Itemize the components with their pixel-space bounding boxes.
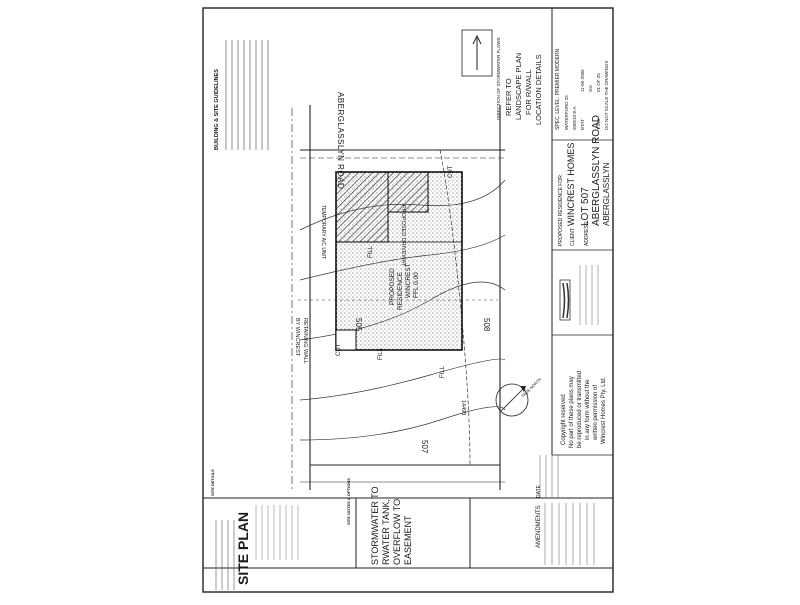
- company-logo: [559, 265, 599, 325]
- svg-text:WINCREST: WINCREST: [405, 263, 412, 298]
- fill-labels: FILL FILL FILL: [368, 245, 446, 378]
- checked-value: GG: [588, 84, 593, 92]
- svg-text:CUT: CUT: [336, 343, 342, 356]
- svg-text:Copyright reserved: Copyright reserved: [561, 394, 567, 445]
- svg-text:in any form without the: in any form without the: [585, 379, 591, 440]
- copyright-note: Copyright reserved No part of these plan…: [561, 371, 607, 448]
- title-block: SPEC. LEVEL: PREMIER MODERN WATERFORD 25…: [551, 8, 614, 456]
- house-footprint: [335, 171, 463, 351]
- site-boundaries: [291, 105, 505, 490]
- svg-text:DIRECTION OF STORMWATER FLOWS: DIRECTION OF STORMWATER FLOWS: [496, 37, 501, 120]
- svg-text:RESIDENCE: RESIDENCE: [397, 271, 404, 310]
- site-details-title: SITE DETAILS: [210, 469, 215, 496]
- retaining-wall-label: RETAINING WALL BY WINCREST: [294, 318, 308, 364]
- svg-text:RWATER TANK,: RWATER TANK,: [381, 499, 391, 565]
- design-value: WATERFORD 25: [564, 95, 569, 130]
- address-line3: ABERGLASSLYN: [602, 162, 611, 226]
- svg-text:FILL: FILL: [440, 365, 446, 378]
- site-notes-title: SITE NOTES & OPTIONS: [346, 478, 351, 525]
- dimension-14493: 14493: [460, 400, 466, 415]
- spec-level: SPEC. LEVEL: PREMIER MODERN: [555, 48, 561, 130]
- svg-text:No part of these plans may: No part of these plans may: [569, 376, 575, 448]
- stormwater-note: STORMWATER TO RWATER TANK, OVERFLOW TO E…: [370, 486, 413, 565]
- lot-505: 505: [354, 318, 363, 332]
- road-name: ABERGLASSLYN ROAD: [336, 92, 345, 189]
- svg-text:BY WINCREST: BY WINCREST: [294, 318, 300, 357]
- svg-text:PROPOSED: PROPOSED: [389, 268, 396, 305]
- svg-text:written permission of: written permission of: [593, 385, 599, 441]
- svg-text:LANDSCAPE PLAN: LANDSCAPE PLAN: [514, 53, 523, 120]
- landscape-note: REFER TO LANDSCAPE PLAN FOR R/WALL LOCAT…: [504, 53, 543, 125]
- lot-507: 507: [420, 440, 429, 454]
- building-guidelines: BUILDING & SITE GUIDELINES: [214, 40, 269, 150]
- sheet-title: SITE PLAN: [235, 512, 251, 585]
- svg-text:BUILDING & SITE GUIDELINES: BUILDING & SITE GUIDELINES: [214, 69, 220, 150]
- temporary-label: TEMPORARY A/C UNIT: [320, 205, 326, 259]
- address-line2: ABERGLASSLYN ROAD: [591, 115, 602, 226]
- svg-text:FILL: FILL: [368, 245, 374, 258]
- svg-text:OVERFLOW TO: OVERFLOW TO: [392, 499, 402, 565]
- svg-text:be reproduced or transmitted: be reproduced or transmitted: [577, 371, 583, 448]
- svg-text:FOR R/WALL: FOR R/WALL: [524, 69, 533, 115]
- date-value: 11-05-2006: [580, 69, 585, 92]
- client-name: WINCREST HOMES: [566, 143, 576, 226]
- stormwater-direction: DIRECTION OF STORMWATER FLOWS: [461, 29, 501, 120]
- scale-value: 1:200: [596, 118, 601, 130]
- amendments-label: AMENDMENTS: [536, 505, 542, 548]
- svg-text:STORMWATER TO: STORMWATER TO: [370, 486, 380, 565]
- svg-text:RETAINING WALL: RETAINING WALL: [302, 318, 308, 364]
- svg-text:REFER TO: REFER TO: [504, 78, 513, 116]
- date-label: DATE: [536, 484, 542, 498]
- scale-note: DO NOT SCALE THE DRAWINGS: [604, 61, 609, 130]
- cut-labels: CUT CUT: [336, 165, 454, 356]
- svg-text:Wincrest Homes Pty. Ltd.: Wincrest Homes Pty. Ltd.: [601, 376, 607, 444]
- address-line1: LOT 507: [580, 187, 591, 226]
- drawn-value: BTAT: [580, 119, 585, 130]
- north-arrow: TRUE NORTH: [495, 377, 542, 417]
- sheet-value: 01 OF 25: [596, 73, 601, 92]
- title-strip: SITE PLAN SITE DETAILS SITE NOTES & OPTI…: [203, 455, 613, 590]
- house-labels: PROPOSED RESIDENCE WINCREST FFL 0.00: [389, 263, 420, 310]
- svg-text:CUT: CUT: [448, 165, 454, 178]
- svg-text:LOCATION DETAILS: LOCATION DETAILS: [534, 54, 543, 125]
- svg-text:FFL 0.00: FFL 0.00: [413, 272, 420, 298]
- job-value: 200510-8-A: [572, 106, 577, 130]
- address-label: ADDRESS:: [584, 220, 590, 246]
- lot-508: 508: [482, 318, 491, 332]
- svg-text:EASEMENT: EASEMENT: [403, 515, 413, 565]
- proposed-for-label: PROPOSED RESIDENCE FOR:: [558, 174, 564, 246]
- driveway-label: PROPOSED DRIVEWAY: [400, 205, 406, 267]
- client-label: CLIENT:: [570, 227, 576, 246]
- svg-text:FILL: FILL: [378, 347, 384, 360]
